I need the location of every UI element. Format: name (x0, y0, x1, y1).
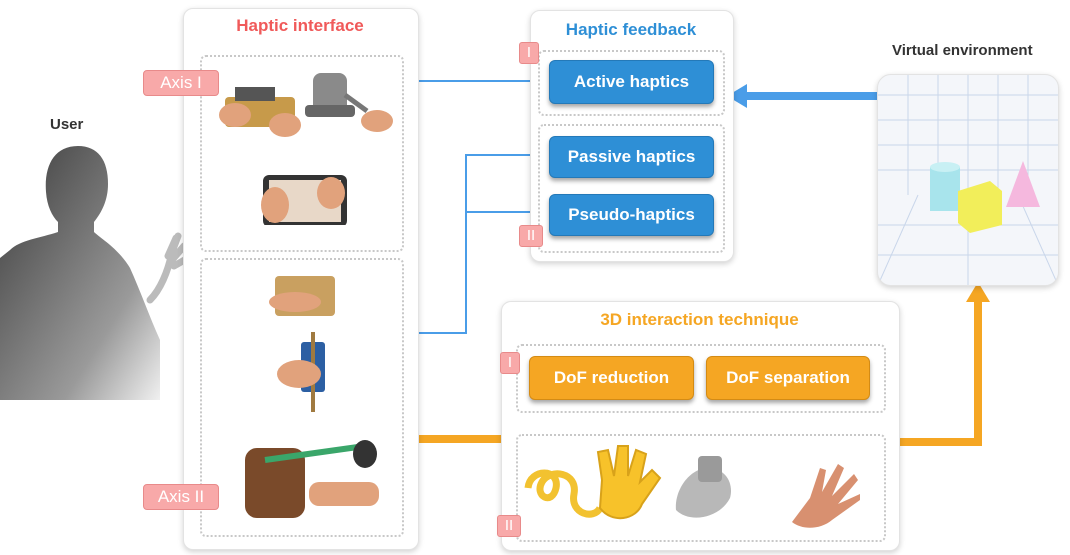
virtual-environment-scene (877, 74, 1059, 286)
arrow-interaction-to-virtual-head (966, 282, 990, 302)
interaction-roman-1: I (500, 352, 520, 374)
interaction-group-1 (516, 344, 886, 413)
axis1-label: Axis I (143, 70, 219, 96)
virtual-scene-image (878, 75, 1058, 285)
interaction-technique-title: 3D interaction technique (600, 310, 799, 329)
feedback-group-1 (538, 50, 725, 116)
feedback-group-2 (538, 124, 725, 253)
user-silhouette (0, 146, 192, 400)
arrow-interaction-to-virtual (898, 300, 982, 446)
axis2-label: Axis II (143, 484, 219, 510)
arrow-passive-to-interface (398, 154, 548, 341)
virtual-environment-label: Virtual environment (892, 42, 1033, 59)
axis1-group (200, 55, 404, 252)
user-label: User (50, 116, 84, 133)
dof-separation-box: DoF separation (706, 356, 870, 400)
axis2-group (200, 258, 404, 537)
interaction-metaphors-image (524, 445, 860, 528)
active-haptics-box: Active haptics (549, 60, 714, 104)
arrow-virtual-to-active-head (727, 84, 747, 108)
pseudo-haptics-box: Pseudo-haptics (549, 194, 714, 236)
interaction-group-2 (516, 434, 886, 542)
interaction-roman-2: II (497, 515, 521, 537)
passive-haptics-box: Passive haptics (549, 136, 714, 178)
feedback-roman-1: I (519, 42, 539, 64)
haptic-feedback-title: Haptic feedback (565, 20, 697, 39)
wearable-devices-image (245, 276, 379, 518)
feedback-roman-2: II (519, 225, 543, 247)
grounded-device-image (219, 73, 393, 225)
haptic-interface-title: Haptic interface (236, 16, 364, 35)
dof-reduction-box: DoF reduction (529, 356, 694, 400)
